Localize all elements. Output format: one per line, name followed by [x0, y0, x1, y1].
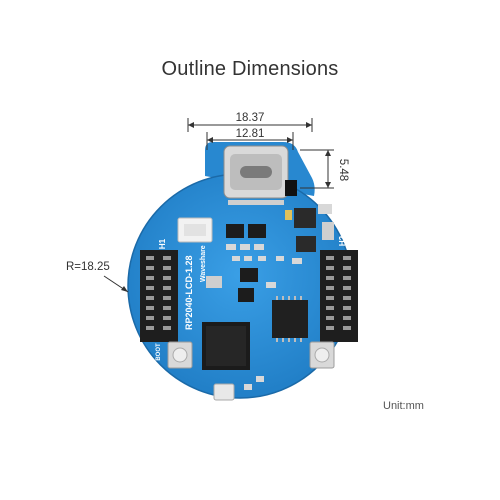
unit-label: Unit:mm	[383, 400, 424, 412]
component-chip	[285, 180, 297, 196]
dimension-inner-width: 12.81	[236, 128, 265, 140]
component-chip	[296, 236, 316, 252]
bottom-component	[244, 384, 252, 390]
header-h1	[140, 250, 178, 342]
header-h1-label: H1	[158, 238, 167, 249]
component-chip	[294, 208, 316, 228]
page-title: Outline Dimensions	[161, 58, 339, 80]
reset-button	[309, 341, 335, 369]
component-cap	[285, 210, 292, 220]
dimension-height: 5.48	[337, 159, 349, 181]
component-cap	[322, 222, 334, 240]
header-h2	[320, 250, 358, 342]
brand-label: Waveshare	[200, 245, 207, 282]
boot-button	[167, 341, 193, 369]
bottom-component	[213, 383, 235, 401]
header-h2-label: H2	[338, 235, 347, 246]
component-array	[206, 224, 302, 302]
flash-chip	[272, 300, 308, 338]
bottom-component	[256, 376, 264, 382]
battery-connector	[177, 217, 213, 243]
dimension-radius: R=18.25	[66, 261, 110, 273]
dimension-outer-width: 18.37	[236, 112, 265, 124]
dimension-lines	[103, 118, 334, 293]
component-cap	[318, 204, 332, 214]
usb-c-connector	[223, 145, 289, 205]
reset-label: RESET	[338, 346, 344, 366]
dimension-arrows	[121, 122, 331, 292]
board-model-label: RP2040-LCD-1.28	[184, 255, 194, 330]
boot-label: BOOT	[156, 343, 162, 361]
